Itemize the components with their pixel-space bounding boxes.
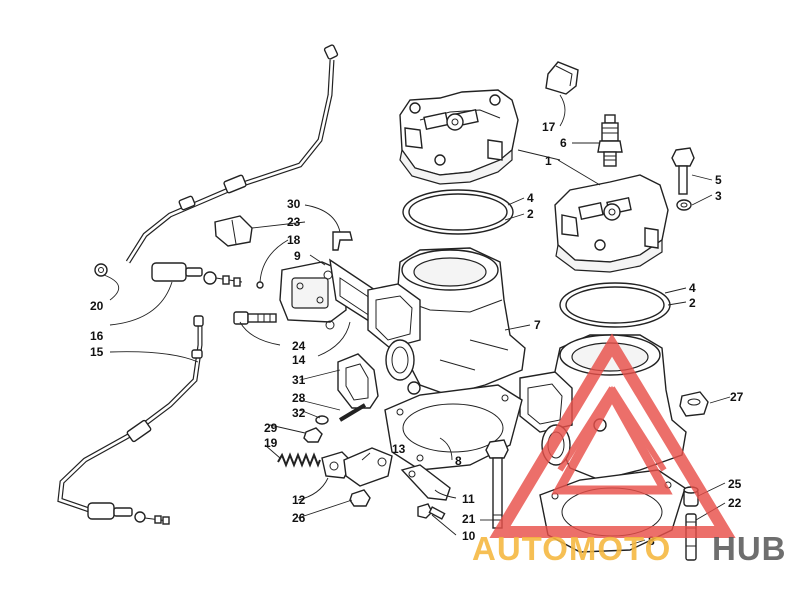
callout-labels: 17 6 1 5 3 4 2 30 23 18 9 4 2 20 16 15 7…: [90, 120, 744, 548]
pin-30: [332, 231, 353, 251]
nut-29: [303, 427, 323, 443]
callout-31: 31: [292, 373, 306, 387]
washer-3: [676, 199, 692, 211]
callout-17: 17: [542, 120, 556, 134]
callout-20: 20: [90, 299, 104, 313]
spring-19: [277, 452, 321, 468]
cylinder-head-lower-1: [554, 174, 669, 273]
callout-28: 28: [292, 391, 306, 405]
screw-10: [417, 503, 446, 520]
callout-13: 13: [392, 442, 406, 456]
callout-30: 30: [287, 197, 301, 211]
bracket-assembly-9: [279, 261, 347, 330]
callout-21: 21: [462, 512, 476, 526]
throttle-cable-upper: [125, 44, 339, 287]
callout-7: 7: [534, 318, 541, 332]
cylinder-front-7: [519, 334, 687, 481]
spacer-25: [683, 486, 699, 507]
base-gasket-front-8: [539, 469, 686, 553]
callout-16: 16: [90, 329, 104, 343]
lever-13: [343, 447, 393, 487]
callout-2-upper: 2: [527, 207, 534, 221]
callout-32: 32: [292, 406, 306, 420]
callout-18: 18: [287, 233, 301, 247]
nut-27: [679, 391, 709, 417]
stud-28: [338, 403, 367, 422]
callout-1: 1: [545, 154, 552, 168]
callout-29: 29: [264, 421, 278, 435]
callout-8-front: 8: [648, 534, 655, 548]
callout-8-rear: 8: [455, 454, 462, 468]
cap-17: [545, 61, 579, 95]
callout-14: 14: [292, 353, 306, 367]
callout-24: 24: [292, 339, 306, 353]
callout-19: 19: [264, 436, 278, 450]
callout-15: 15: [90, 345, 104, 359]
callout-22: 22: [728, 496, 742, 510]
callout-4-upper: 4: [527, 191, 534, 205]
callout-5: 5: [715, 173, 722, 187]
link-11: [400, 464, 451, 501]
callout-9: 9: [294, 249, 301, 263]
callout-11: 11: [462, 492, 475, 506]
throttle-cable-lower: [57, 315, 204, 525]
flange-gasket-31: [337, 353, 379, 409]
stud-22: [685, 513, 697, 561]
bolt-5: [671, 147, 695, 195]
nut-26: [349, 489, 371, 507]
callout-4-lower: 4: [689, 281, 696, 295]
bolt-21: [485, 439, 509, 529]
head-seal-lower-4: [559, 282, 671, 328]
callout-3: 3: [715, 189, 722, 203]
clip-23: [214, 215, 253, 247]
washer-18: [256, 281, 264, 289]
head-seal-upper-4: [402, 189, 514, 235]
callout-12: 12: [292, 493, 306, 507]
callout-2-lower: 2: [689, 296, 696, 310]
cylinder-rear-7: [367, 247, 526, 396]
spark-plug-6: [597, 114, 623, 167]
callout-25: 25: [728, 477, 742, 491]
callout-23: 23: [287, 215, 301, 229]
callout-10: 10: [462, 529, 476, 543]
cylinder-head-upper-1: [399, 89, 519, 185]
callout-6: 6: [560, 136, 567, 150]
callout-27: 27: [730, 390, 744, 404]
callout-26: 26: [292, 511, 306, 525]
screw-20: [94, 263, 108, 277]
